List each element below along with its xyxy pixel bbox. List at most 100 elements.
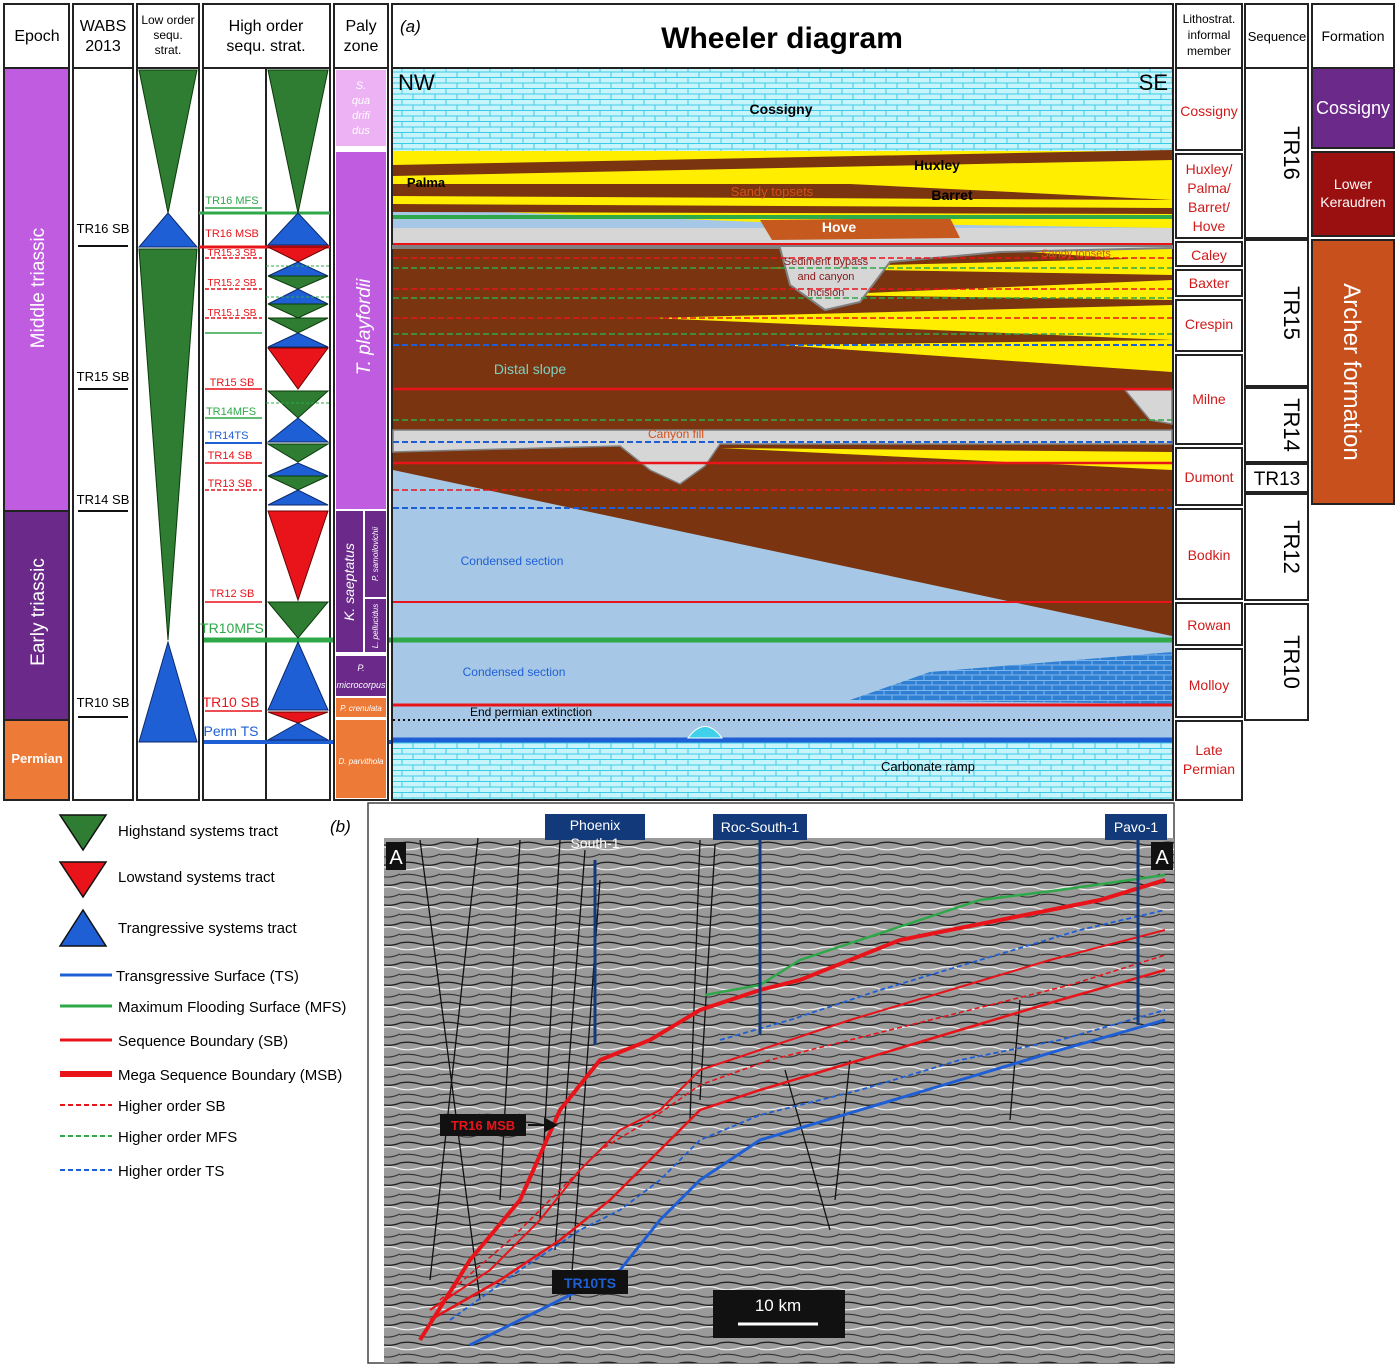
tst-15-1 (267, 332, 329, 348)
formation-lower: Lower (1334, 176, 1372, 192)
label-extinction: End permian extinction (470, 705, 592, 719)
surface-tr15-3-sb: TR15.3 SB (208, 248, 257, 259)
hst-tr14 (266, 390, 330, 419)
member-molloy: Molloy (1189, 677, 1229, 693)
label-condensed-1: Condensed section (461, 554, 564, 568)
paly-l-pellucidus: L. pellucidus (371, 604, 380, 648)
legend-msb-label: Mega Sequence Boundary (MSB) (118, 1067, 342, 1084)
sequence-tr14: TR14 (1279, 398, 1304, 452)
low-tst-tr16 (137, 212, 199, 248)
legend-hst-icon (58, 814, 108, 852)
well-roc-south: Roc-South-1 (721, 819, 800, 835)
wabs-header-1: WABS (80, 18, 127, 35)
sediment-bypass-canyon (392, 245, 1173, 312)
tst-perm (266, 722, 330, 741)
surface-tr15-1-sb: TR15.1 SB (208, 308, 257, 319)
label-barret: Barret (931, 187, 973, 203)
surface-tr10-mfs: TR10MFS (200, 620, 264, 636)
paly-s3: drifi (352, 110, 370, 122)
header-row: Epoch WABS 2013 Low order sequ. strat. H… (3, 3, 1395, 69)
sequence-header: Sequence (1248, 29, 1307, 44)
label-sandy-topsets-2: Sandy topsets (1041, 248, 1111, 260)
legend-ts-label: Transgressive Surface (TS) (116, 968, 299, 985)
label-huxley: Huxley (914, 157, 960, 173)
low-hst-tr15 (138, 248, 198, 641)
member-milne: Milne (1192, 391, 1226, 407)
surface-tr14-mfs: TR14MFS (206, 406, 256, 418)
hst-tr13 (267, 475, 329, 491)
section-a-right: A (1155, 847, 1169, 869)
legend-sb-label: Sequence Boundary (SB) (118, 1033, 288, 1050)
paly-s4: dus (352, 125, 370, 137)
member-hove: Hove (1193, 218, 1226, 234)
member-palma: Palma/ (1187, 180, 1231, 196)
section-a-left: A (389, 847, 403, 869)
high-order-header-2: sequ. strat. (226, 38, 305, 55)
label-bypass-2: and canyon (798, 271, 855, 283)
sequence-tr12: TR12 (1279, 520, 1304, 574)
lithostrat-header-1: Lithostrat. (1183, 12, 1236, 26)
sequence-tr15: TR15 (1279, 286, 1304, 340)
hst-tr14b (266, 443, 330, 463)
paly-s2: qua (352, 95, 370, 107)
paly-s1: S. (356, 80, 366, 92)
member-baxter: Baxter (1189, 275, 1230, 291)
low-order-header-2: sequ. (153, 28, 182, 42)
sequence-tr13: TR13 (1254, 469, 1300, 490)
label-sandy-topsets-1: Sandy topsets (731, 184, 814, 199)
nw-label: NW (398, 70, 435, 95)
surface-tr15-2-sb: TR15.2 SB (208, 278, 257, 289)
hst-tr12 (266, 601, 330, 639)
wabs-tr16-sb: TR16 SB (77, 221, 130, 236)
legend-lst-icon (58, 861, 108, 899)
legend-higher-ts-label: Higher order TS (118, 1163, 224, 1180)
hst-15-3 (267, 275, 329, 290)
surface-tr16-mfs: TR16 MFS (205, 195, 258, 207)
wabs-column: TR16 SB TR15 SB TR14 SB TR10 SB (72, 67, 134, 801)
surface-tr10-sb: TR10 SB (203, 694, 260, 710)
wabs-tr15-sb: TR15 SB (77, 369, 130, 384)
label-bypass-1: Sediment bypass (784, 256, 869, 268)
formation-header: Formation (1321, 28, 1384, 44)
member-rowan: Rowan (1187, 617, 1231, 633)
well-pavo: Pavo-1 (1114, 819, 1159, 835)
legend-higher-mfs-label: Higher order MFS (118, 1129, 237, 1146)
surface-tr12-sb: TR12 SB (210, 588, 255, 600)
panel-b-label: (b) (330, 817, 351, 836)
legend-hst-label: Highstand systems tract (118, 823, 279, 840)
label-cossigny: Cossigny (749, 101, 812, 117)
paly-d-parvithola: D. parvithola (339, 757, 384, 766)
hst-tr16 (267, 69, 329, 214)
canyon-fill (392, 429, 1173, 485)
cossigny-carbonate (393, 69, 1172, 151)
low-hst-tr16 (138, 69, 198, 214)
legend-higher-sb-label: Higher order SB (118, 1098, 226, 1115)
member-cossigny: Cossigny (1180, 103, 1238, 119)
hst-15-1 (267, 317, 329, 334)
scale-bar-label: 10 km (755, 1296, 801, 1315)
low-order-column (136, 67, 200, 801)
member-dumont: Dumont (1184, 469, 1233, 485)
lst-tr16 (267, 246, 329, 263)
panel-a-label: (a) (400, 17, 421, 36)
epoch-column: Middle triassic Early triassic Permian (3, 67, 70, 801)
surface-tr14-ts: TR14TS (208, 430, 249, 442)
paly-column: S. qua drifi dus T. playfordii K. saepta… (333, 67, 389, 801)
hove-wedge (760, 218, 960, 240)
lst-tr10 (267, 711, 329, 724)
legend-tst-icon (58, 908, 108, 947)
surface-tr16-msb: TR16 MSB (205, 228, 259, 240)
label-condensed-2: Condensed section (463, 665, 566, 679)
callout-arrow-icon (528, 1117, 559, 1133)
epoch-early-triassic: Early triassic (28, 558, 49, 666)
tst-tr10 (267, 640, 329, 711)
well-phoenix: Phoenix (570, 817, 621, 833)
label-hove: Hove (822, 219, 856, 235)
member-barret: Barret/ (1188, 199, 1230, 215)
member-permian: Permian (1183, 761, 1235, 777)
member-late: Late (1195, 742, 1222, 758)
tst-tr14 (266, 417, 330, 443)
member-huxley: Huxley/ (1186, 161, 1233, 177)
sequence-column: TR16 TR15 TR14 TR13 TR12 TR10 (1244, 67, 1309, 721)
member-column: Cossigny Huxley/ Palma/ Barret/ Hove Cal… (1175, 67, 1243, 801)
